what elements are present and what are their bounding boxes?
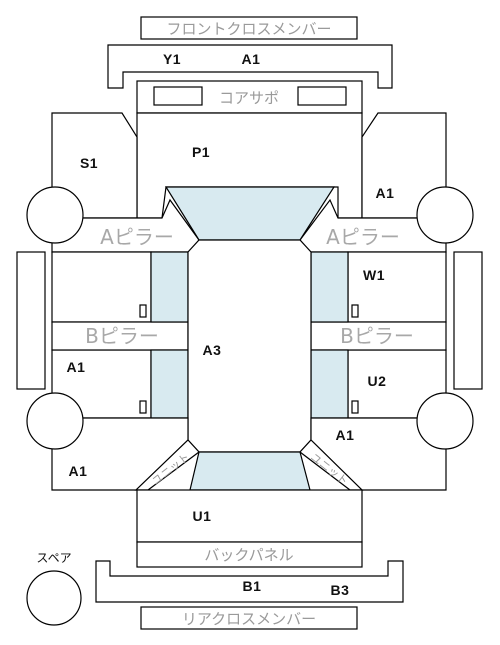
front-right-window [310,251,349,323]
a-pillar-right-label: Aピラー [326,225,400,249]
front-right-wheel [416,186,474,244]
b-pillar-left [51,321,189,351]
code-front-left-fender: S1 [80,155,98,171]
b-pillar-right-label: Bピラー [340,324,414,348]
front-left-door [51,251,152,323]
rear-window [189,451,311,491]
left-side-sill [16,251,46,390]
front-right-door [347,251,447,323]
trunk-panel [136,489,363,543]
code-roof: A3 [203,342,222,358]
spare-wheel [26,570,82,626]
rear-member-bracket [95,560,404,603]
code-left-quarter: A1 [69,463,88,479]
rear-right-wheel [416,392,474,450]
rear-cross-member-label: リアクロスメンバー [182,610,316,628]
rear-right-door-handle [351,400,359,414]
code-front-right-fender: A1 [376,185,395,201]
code-front-member-left: Y1 [163,51,181,67]
right-side-sill [453,251,483,390]
code-right-quarter: A1 [336,427,355,443]
rear-cross-member-box [140,606,358,630]
core-support-left-slot [153,86,203,106]
b-pillar-right [310,321,447,351]
rear-left-window [150,349,189,419]
front-left-door-handle [139,304,147,318]
b-pillar-left-label: Bピラー [85,324,159,348]
front-cross-member-box [140,16,358,40]
front-member-bracket [107,44,393,89]
code-trunk: U1 [193,508,212,524]
code-hood: P1 [192,144,210,160]
back-panel [136,541,363,568]
rear-left-wheel [26,392,84,450]
a-pillar-left-label: Aピラー [100,225,174,249]
back-panel-label: バックパネル [204,546,293,564]
code-front-right-door: W1 [363,267,385,283]
rear-right-window [310,349,349,419]
code-front-member-right: A1 [242,51,261,67]
core-support-label: コアサポ [219,89,279,107]
code-rear-member-right: B3 [331,582,350,598]
front-left-window [150,251,189,323]
front-right-door-handle [351,304,359,318]
front-left-wheel [26,186,84,244]
code-rear-left-door: A1 [67,359,86,375]
spare-label: スペア [36,551,71,565]
code-rear-member-left: B1 [243,578,262,594]
rear-left-door-handle [139,400,147,414]
core-support-right-slot [297,86,347,106]
code-rear-right-door: U2 [368,373,387,389]
front-cross-member-label: フロントクロスメンバー [166,20,331,38]
